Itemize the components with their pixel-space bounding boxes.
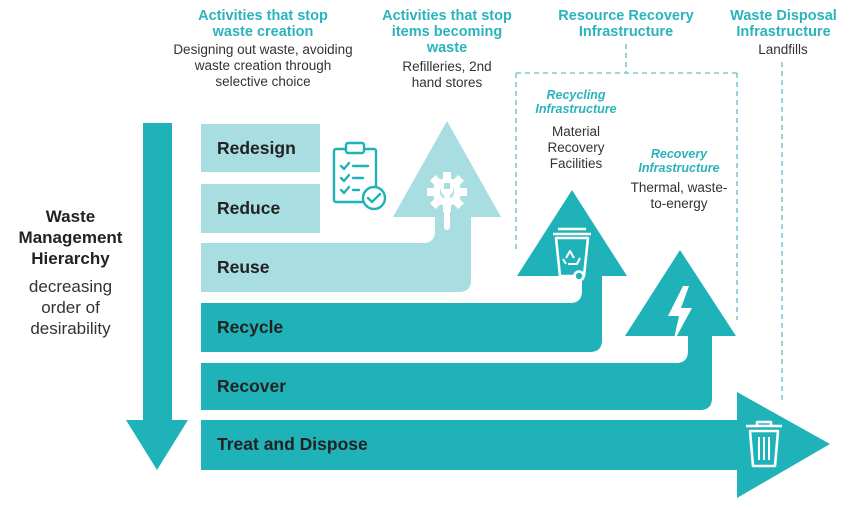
side-title: Waste Management Hierarchy [18, 207, 123, 268]
reduce-box [201, 184, 320, 233]
column-resource-recovery-title: Resource Recovery Infrastructure [558, 8, 694, 40]
hierarchy-down-arrow [126, 123, 188, 470]
column-stop-becoming-desc: Refilleries, 2nd hand stores [402, 59, 492, 90]
level-recycle: Recycle [217, 317, 284, 337]
column-stop-creation-desc: Designing out waste, avoiding waste crea… [173, 42, 353, 89]
gear-wrench-icon [427, 172, 467, 230]
recycling-bin-icon [553, 227, 591, 282]
trash-can-icon [746, 420, 782, 468]
recover-arrow [201, 250, 736, 410]
reuse-arrow [201, 121, 501, 292]
recycle-arrow [201, 190, 627, 352]
redesign-box [201, 124, 320, 172]
recycling-infrastructure-desc: Material Recovery Facilities [547, 124, 605, 171]
side-subtitle: decreasing order of desirability [28, 277, 113, 338]
lightning-bolt-icon [668, 286, 692, 343]
recovery-infrastructure-title: Recovery Infrastructure [638, 147, 720, 175]
level-reuse: Reuse [217, 257, 270, 277]
treat-dispose-arrow [201, 392, 830, 498]
dashed-connectors [515, 44, 783, 400]
column-stop-creation-title: Activities that stop waste creation [198, 8, 328, 40]
column-stop-becoming-title: Activities that stop items becoming wast… [382, 8, 512, 56]
recovery-infrastructure-desc: Thermal, waste-to-energy [630, 180, 728, 211]
column-waste-disposal-desc: Landfills [758, 42, 808, 57]
column-waste-disposal-title: Waste Disposal Infrastructure [730, 8, 837, 40]
level-reduce: Reduce [217, 198, 281, 218]
clipboard-check-icon [332, 141, 387, 211]
level-redesign: Redesign [217, 138, 296, 158]
level-treat-dispose: Treat and Dispose [217, 434, 368, 454]
level-recover: Recover [217, 376, 287, 396]
recycling-infrastructure-title: Recycling Infrastructure [535, 88, 617, 116]
